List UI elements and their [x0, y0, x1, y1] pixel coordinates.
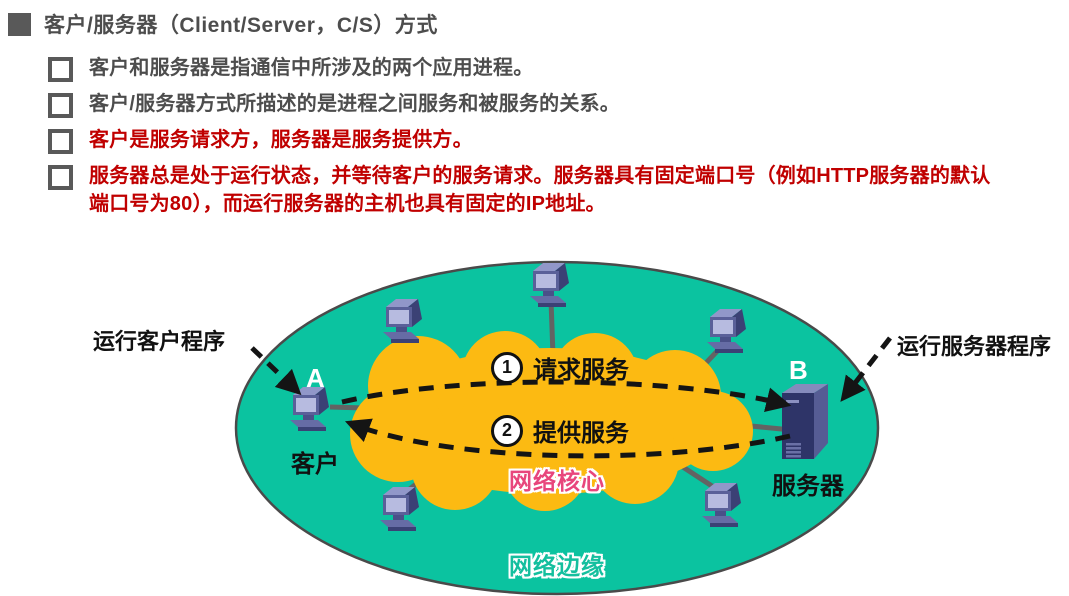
client-caption: 运行客户程序: [93, 329, 226, 354]
diagram-canvas: [234, 260, 892, 596]
request-service-label-row: 1 请求服务: [420, 350, 700, 385]
bullet-item: 客户/服务器方式所描述的是进程之间服务和被服务的关系。: [48, 90, 998, 118]
request-service-label: 请求服务: [533, 357, 629, 384]
provide-service-label-row: 2 提供服务: [420, 413, 700, 448]
square-bullet-icon: [8, 12, 31, 36]
cable-line: [548, 299, 556, 357]
bullet-item: 客户是服务请求方，服务器是服务提供方。: [48, 126, 998, 154]
server-tower-icon: [782, 384, 828, 459]
bullet-item: 客户和服务器是指通信中所涉及的两个应用进程。: [48, 54, 998, 82]
checkbox-icon: [48, 93, 73, 118]
client-server-diagram: 运行客户程序 运行服务器程序 A B 客户 服务器 1 请求服务 2 提供服务 …: [0, 256, 1069, 596]
node-b-letter: B: [789, 355, 808, 385]
server-node-label: 服务器: [772, 473, 844, 500]
checkbox-icon: [48, 165, 73, 190]
request-service-arrow: [341, 379, 792, 412]
bullet-text: 客户和服务器是指通信中所涉及的两个应用进程。: [89, 57, 534, 79]
client-node-label: 客户: [291, 451, 339, 478]
bullet-text: 服务器总是处于运行状态，并等待客户的服务请求。服务器具有固定端口号（例如HTTP…: [89, 165, 991, 215]
checkbox-icon: [48, 57, 73, 82]
provide-service-arrow: [345, 418, 791, 459]
bullet-text: 客户是服务请求方，服务器是服务提供方。: [89, 129, 473, 151]
bullet-list: 客户和服务器是指通信中所涉及的两个应用进程。 客户/服务器方式所描述的是进程之间…: [48, 54, 998, 226]
circled-number-1: 1: [491, 351, 523, 384]
bullet-item: 服务器总是处于运行状态，并等待客户的服务请求。服务器具有固定端口号（例如HTTP…: [48, 162, 998, 218]
client-caption-arrow: [250, 346, 302, 396]
server-caption-arrow: [840, 336, 892, 402]
page-title: 客户/服务器（Client/Server，C/S）方式: [44, 14, 438, 37]
bullet-text: 客户/服务器方式所描述的是进程之间服务和被服务的关系。: [89, 93, 620, 115]
network-core-label: 网络核心: [509, 468, 605, 494]
checkbox-icon: [48, 129, 73, 154]
server-caption: 运行服务器程序: [897, 334, 1052, 359]
circled-number-2: 2: [491, 414, 523, 447]
node-a-letter: A: [306, 363, 325, 393]
provide-service-label: 提供服务: [533, 420, 629, 447]
page-title-row: 客户/服务器（Client/Server，C/S）方式: [8, 9, 438, 39]
network-edge-label: 网络边缘: [509, 553, 605, 579]
